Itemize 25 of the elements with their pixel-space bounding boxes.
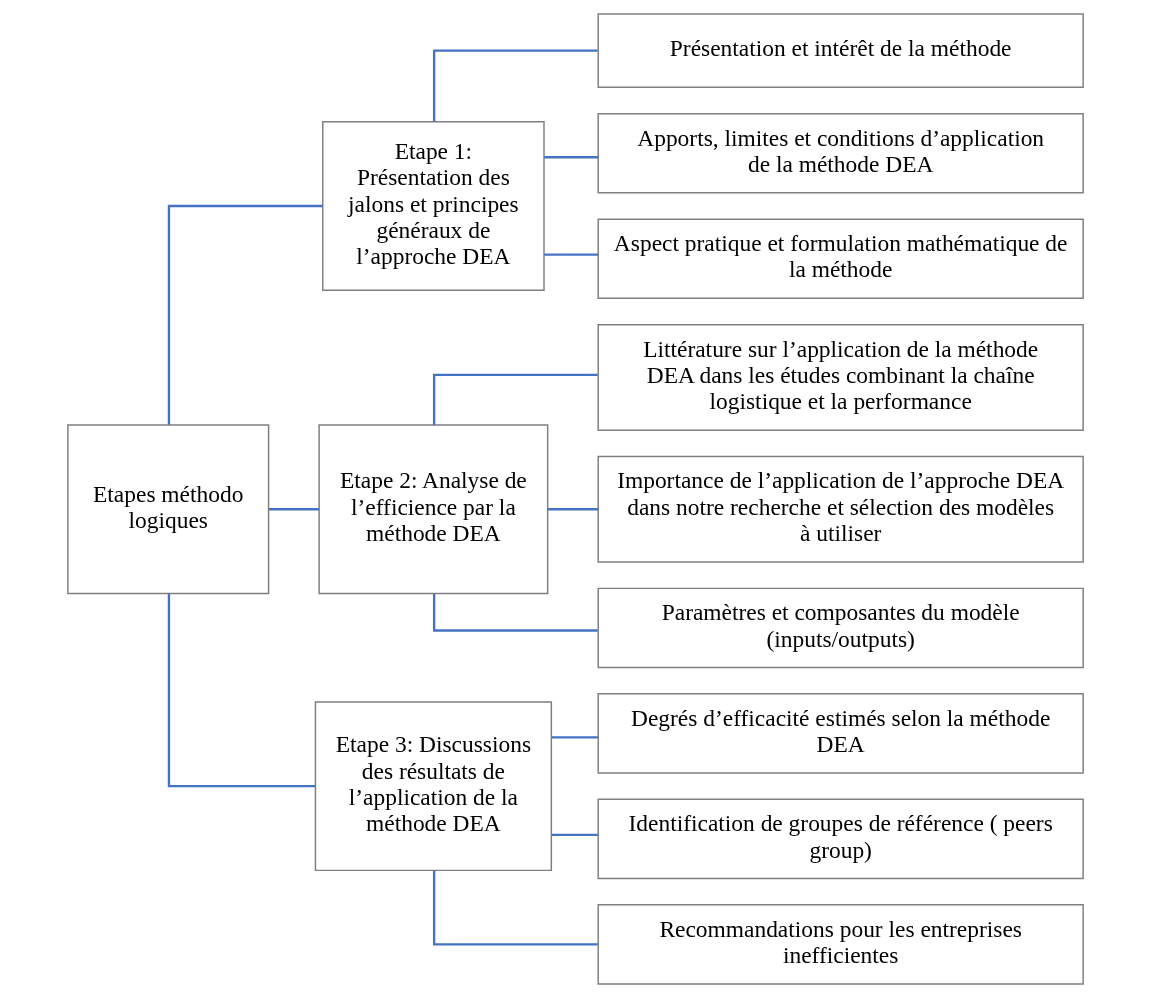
connector: [167, 204, 323, 425]
node-box: Paramètres et composantes du modèle (inputs/outputs): [596, 587, 1084, 669]
node-box: Degrés d’efficacité estimés selon la méthode DEA: [596, 693, 1084, 774]
connector: [551, 833, 598, 837]
connector: [551, 736, 598, 739]
connector: [543, 156, 598, 159]
node-box: Etapes méthodologiques: [66, 424, 269, 595]
node-box: Etape 1: Présentation des jalons et principes généraux de l’approche DEA: [321, 121, 545, 291]
connector: [547, 508, 598, 511]
connector: [432, 49, 598, 122]
connector: [432, 870, 598, 946]
node-box: Importance de l’application de l’approche DEA dans notre recherche et sélection des modèles à utiliser: [596, 455, 1084, 563]
node-box: Identification de groupes de référence ( peers group): [596, 798, 1084, 880]
node-box: Aspect pratique et formulation mathématique de la méthode: [596, 218, 1084, 300]
node-box: Etape 3: Discussions des résultats de l’application de la méthode DEA: [314, 701, 552, 872]
connector: [167, 593, 315, 788]
node-box: Présentation et intérêt de la méthode: [596, 13, 1084, 89]
node-box: Littérature sur l’application de la méthode DEA dans les études combinant la chaîne logistique et la performance: [596, 323, 1084, 431]
node-box: Apports, limites et conditions d’application de la méthode DEA: [596, 112, 1084, 194]
node-box: Recommandations pour les entreprises inefficientes: [596, 904, 1084, 985]
connector: [432, 594, 598, 632]
connector: [268, 508, 319, 511]
node-box: Etape 2: Analyse de l’efficience par la méthode DEA: [317, 424, 548, 595]
connector: [432, 373, 598, 425]
connector: [543, 253, 598, 256]
